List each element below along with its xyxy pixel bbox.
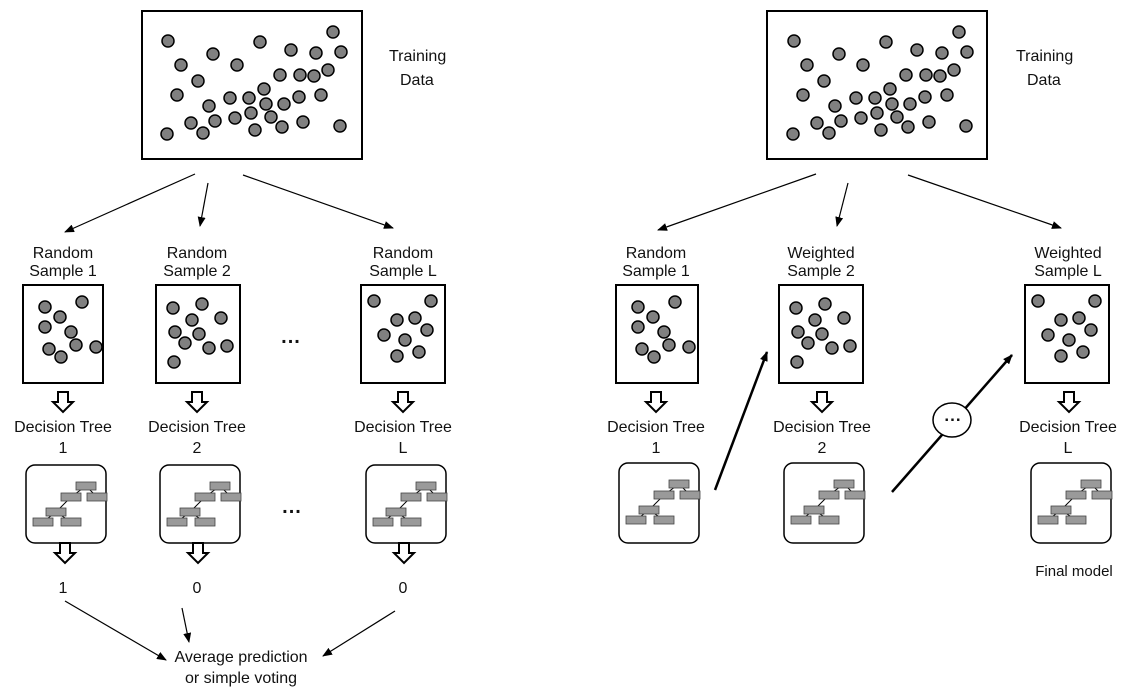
bagging-arrow-3: [242, 174, 394, 229]
bagging-prediction-2: 0: [192, 580, 202, 597]
boosting-ellipsis-circle: [932, 402, 972, 438]
boosting-sample-3-line2: Sample L: [1034, 263, 1102, 280]
bagging-sample-1-line2: Sample 1: [29, 263, 97, 280]
boosting-sample-box-1: [615, 284, 699, 384]
bagging-panel: [22, 10, 448, 661]
boosting-tree-1-line1: Decision Tree: [607, 419, 705, 436]
boosting-sample-2-line2: Sample 2: [787, 263, 855, 280]
boosting-tree-1-line2: 1: [651, 440, 661, 457]
boosting-panel: [615, 10, 1113, 544]
boosting-tree-box-3: [1030, 462, 1112, 544]
boosting-seq-arrow-1: [713, 351, 769, 491]
boosting-sample-1-line1: Random: [625, 245, 687, 262]
bagging-training-label-line2: Data: [400, 72, 434, 89]
boosting-sample-3-line1: Weighted: [1034, 245, 1102, 262]
bagging-sample-1-line1: Random: [32, 245, 94, 262]
bagging-training-label: Training Data: [389, 48, 446, 90]
bagging-ellipsis-trees: ...: [282, 496, 302, 518]
bagging-prediction-1: 1: [58, 580, 68, 597]
bagging-sample-label-1: Random Sample 1: [29, 245, 97, 281]
boosting-training-label: Training Data: [1016, 48, 1073, 90]
bagging-tree-2-line1: Decision Tree: [148, 419, 246, 436]
bagging-tree-label-1: Decision Tree 1: [14, 419, 112, 458]
boosting-arrow-2: [835, 182, 849, 227]
boosting-tree-2-line2: 2: [817, 440, 827, 457]
bagging-arrow-1: [64, 173, 196, 233]
bagging-arrow-2: [197, 182, 209, 227]
boosting-sample-label-1: Random Sample 1: [622, 245, 690, 281]
bagging-tree-box-3: [365, 464, 447, 544]
bagging-agg-arrow-3: [322, 610, 396, 657]
bagging-tree-1-line2: 1: [58, 440, 68, 457]
boosting-sample-1-line2: Sample 1: [622, 263, 690, 280]
bagging-tree-box-1: [25, 464, 107, 544]
bagging-sample-2-line2: Sample 2: [163, 263, 231, 280]
bagging-aggregate-line2: or simple voting: [184, 670, 298, 687]
boosting-tree-label-1: Decision Tree 1: [607, 419, 705, 458]
bagging-tree-label-2: Decision Tree 2: [148, 419, 246, 458]
bagging-sample-3-line2: Sample L: [369, 263, 437, 280]
bagging-sample-box-1: [22, 284, 104, 384]
boosting-arrow-1: [657, 173, 817, 231]
boosting-ellipsis: ...: [944, 406, 962, 425]
boosting-tree-3-line1: Decision Tree: [1019, 419, 1117, 436]
bagging-sample-label-3: Random Sample L: [369, 245, 437, 281]
bagging-ellipsis-samples: ...: [281, 326, 301, 348]
bagging-tree-3-line1: Decision Tree: [354, 419, 452, 436]
boosting-sample-label-2: Weighted Sample 2: [787, 245, 855, 281]
boosting-training-label-line1: Training: [1016, 48, 1074, 65]
bagging-sample-3-line1: Random: [372, 245, 434, 262]
boosting-tree-2-line1: Decision Tree: [773, 419, 871, 436]
bagging-sample-2-line1: Random: [166, 245, 228, 262]
boosting-final-model-label: Final model: [1035, 563, 1113, 580]
bagging-tree-2-line2: 2: [192, 440, 202, 457]
boosting-arrow-3: [907, 174, 1062, 229]
bagging-agg-arrow-1: [64, 600, 167, 661]
bagging-agg-arrow-2: [181, 607, 192, 643]
boosting-sample-2-line1: Weighted: [787, 245, 855, 262]
bagging-tree-3-line2: L: [398, 440, 408, 457]
boosting-tree-box-1: [618, 462, 700, 544]
bagging-aggregate-line1: Average prediction: [174, 649, 308, 666]
bagging-aggregate-label: Average prediction or simple voting: [174, 649, 307, 688]
boosting-tree-3-line2: L: [1063, 440, 1073, 457]
boosting-sample-label-3: Weighted Sample L: [1034, 245, 1102, 281]
boosting-training-label-line2: Data: [1027, 72, 1061, 89]
boosting-tree-label-3: Decision Tree L: [1019, 419, 1117, 458]
bagging-tree-box-2: [159, 464, 241, 544]
bagging-sample-label-2: Random Sample 2: [163, 245, 231, 281]
bagging-tree-label-3: Decision Tree L: [354, 419, 452, 458]
boosting-tree-label-2: Decision Tree 2: [773, 419, 871, 458]
bagging-training-label-line1: Training: [389, 48, 447, 65]
boosting-tree-box-2: [783, 462, 865, 544]
bagging-tree-1-line1: Decision Tree: [14, 419, 112, 436]
bagging-prediction-3: 0: [398, 580, 408, 597]
